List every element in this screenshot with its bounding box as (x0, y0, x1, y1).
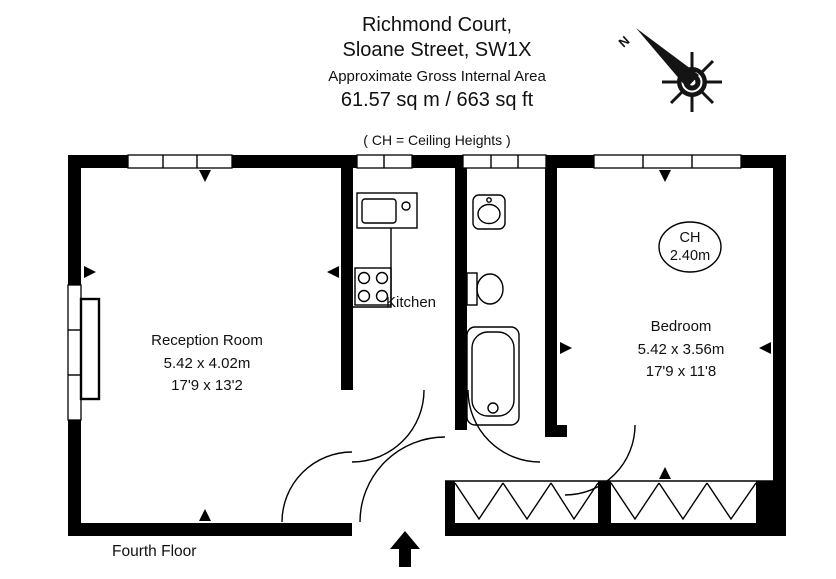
dimension-arrow-reception-bottom (199, 509, 211, 521)
entrance-door-arc (359, 436, 446, 523)
bathtub (466, 326, 520, 426)
wall-pier (79, 297, 101, 401)
kitchen-name: Kitchen (385, 294, 437, 311)
compass-rose-icon: N (615, 28, 722, 112)
kitchen-window (356, 154, 413, 169)
kitchen-door-arc (351, 389, 425, 463)
reception-room-dimensions-imperial: 17'9 x 13'2 (171, 377, 243, 394)
bedroom-dimensions-imperial: 17'9 x 11'8 (645, 363, 717, 380)
compass-north-label: N (615, 33, 632, 50)
entrance-arrow-icon (390, 531, 420, 567)
ceiling-height-value: 2.40m (669, 248, 711, 264)
property-title-line2: Sloane Street, SW1X (342, 39, 532, 61)
bathroom-door-arc (467, 389, 541, 463)
dimension-arrow-bedroom-right (759, 342, 771, 354)
bedroom-window (593, 154, 742, 169)
kitchen-sink (356, 192, 418, 229)
bathroom-basin (472, 194, 506, 230)
kitchen-hob (354, 267, 392, 306)
gross-internal-area-subtitle: Approximate Gross Internal Area (328, 68, 546, 85)
dimension-arrow-bedroom-left (560, 342, 572, 354)
toilet (466, 272, 504, 306)
dimension-arrows (84, 170, 771, 521)
dimension-arrow-reception-right (327, 266, 339, 278)
dimension-arrow-bedroom-top (659, 170, 671, 182)
bedroom-label: Bedroom 5.42 x 3.56m 17'9 x 11'8 (638, 316, 725, 384)
compass-needle (636, 28, 699, 88)
bedroom-door-arc (564, 424, 636, 496)
bedroom-name: Bedroom (650, 318, 712, 335)
dimension-arrow-reception-left (84, 266, 96, 278)
plan-header: Richmond Court, Sloane Street, SW1X Appr… (237, 13, 637, 149)
kitchen-counter (353, 228, 392, 308)
bedroom-dimensions-metric: 5.42 x 3.56m (637, 340, 725, 358)
reception-room-dimensions-metric: 5.42 x 4.02m (163, 354, 251, 372)
reception-side-window (67, 284, 101, 421)
ceiling-height-abbr: CH (679, 230, 701, 246)
kitchen-label: Kitchen (386, 292, 436, 315)
ceiling-height-note: ( CH = Ceiling Heights ) (363, 132, 511, 148)
floor-name-label: Fourth Floor (112, 543, 197, 560)
dimension-arrow-bedroom-bottom (659, 467, 671, 479)
area-value: 61.57 sq m / 663 sq ft (340, 89, 534, 111)
reception-room-label: Reception Room 5.42 x 4.02m 17'9 x 13'2 (151, 330, 263, 398)
fitted-wardrobes (445, 480, 773, 523)
interior-walls (341, 168, 567, 437)
reception-room-name: Reception Room (151, 332, 263, 349)
entrance-opening (352, 523, 445, 536)
dimension-arrow-reception-top (199, 170, 211, 182)
ceiling-height-oval (658, 221, 722, 273)
ceiling-height-label: CH 2.40m (670, 229, 710, 265)
bathroom-window (462, 154, 547, 169)
reception-window (127, 154, 233, 169)
reception-door-arc (281, 451, 353, 523)
property-title-line1: Richmond Court, (361, 14, 513, 36)
